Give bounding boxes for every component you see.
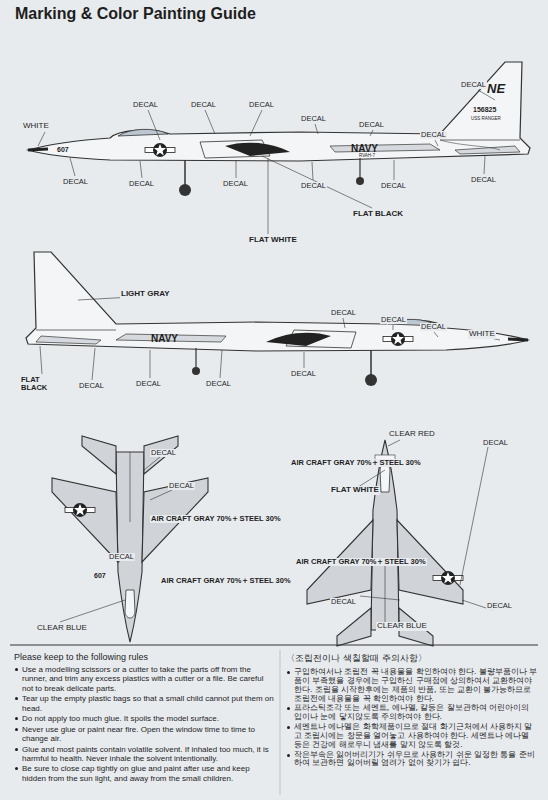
callout-label: DECAL: [420, 323, 447, 331]
callout-label: DECAL: [78, 382, 105, 390]
bullet-dot: [15, 697, 18, 700]
callout-label: DECAL: [420, 131, 447, 139]
callout-label: 607: [93, 572, 107, 580]
callout-label: DECAL: [248, 101, 275, 109]
callout-label: CLEAR BLUE: [376, 622, 428, 631]
callout-label: FLAT BLACK: [352, 210, 404, 219]
callout-label: DECAL: [300, 182, 327, 190]
callout-label: NAVY: [350, 143, 379, 154]
callout-label: DECAL: [150, 449, 177, 457]
callout-label: DECAL: [330, 309, 357, 317]
rules-column: 〈조립전이나 색칠할때 주의사항〉 구입하여서나 조립전 꼭 내용물을 확인하여야…: [286, 652, 538, 769]
rule-text: 구입하여서나 조립전 꼭 내용물을 확인하여야 한다. 불량부품이나 부품이 부…: [294, 667, 537, 703]
rule-item: Be sure to close cap tightly on glue and…: [14, 764, 274, 783]
callout-label: DECAL: [300, 115, 327, 123]
callout-label: CLEAR RED: [388, 430, 436, 439]
callout-label: DECAL: [358, 121, 385, 129]
callout-label: DECAL: [290, 370, 317, 378]
bullet-dot: [15, 668, 18, 671]
callout-label: USS RANGER: [470, 117, 502, 122]
rule-text: Use a modelling scissors or a cutter to …: [22, 665, 263, 693]
callout-label: DECAL: [380, 182, 407, 190]
callout-label: DECAL: [190, 101, 217, 109]
rule-item: 세멘트나 에나멜은 화학제품이므로 절대 화기근처에서 사용하지 말고 조립시에…: [286, 723, 538, 750]
callout-label: DECAL: [128, 180, 155, 188]
page-title: Marking & Color Painting Guide: [14, 5, 257, 23]
rules-heading: 〈조립전이나 색칠할때 주의사항〉: [286, 652, 538, 665]
callout-label: FLAT WHITE: [248, 236, 298, 245]
callout-label: AIR CRAFT GRAY 70%＋STEEL 30%: [290, 459, 422, 467]
bullet-dot: [15, 767, 18, 770]
rules-column: Please keep to the following rulesUse a …: [14, 652, 274, 784]
callout-label: DECAL: [482, 439, 509, 447]
rule-item: Do not apply too much glue. It spoils th…: [14, 714, 274, 723]
rules-heading: Please keep to the following rules: [14, 652, 274, 662]
rule-item: Tear up the empty plastic bags so that a…: [14, 694, 274, 713]
callout-label: DECAL: [132, 101, 159, 109]
callout-label: DECAL: [168, 482, 195, 490]
callout-label: WHITE: [468, 330, 496, 339]
callout-label: FLAT BLACK: [20, 376, 52, 393]
callout-label: DECAL: [380, 316, 407, 324]
rule-text: Tear up the empty plastic bags so that a…: [22, 694, 274, 712]
rule-text: 세멘트나 에나멜은 화학제품이므로 절대 화기근처에서 사용하지 말고 조립시에…: [294, 722, 532, 749]
callout-label: 156825: [472, 106, 497, 114]
rule-text: Be sure to close cap tightly on glue and…: [22, 764, 250, 782]
bullet-dot: [287, 754, 290, 757]
bullet-dot: [287, 671, 290, 674]
bullet-dot: [15, 717, 18, 720]
callout-label: AIR CRAFT GRAY 70%＋STEEL 30%: [150, 515, 282, 523]
callout-label: NE: [486, 82, 506, 96]
callout-label: FLAT WHITE: [330, 486, 380, 495]
rule-text: Glue and most paints contain volatile so…: [22, 745, 269, 763]
bullet-dot: [287, 726, 290, 729]
callout-label: NAVY: [150, 333, 179, 344]
callout-label: 607: [56, 146, 70, 154]
rule-item: Never use glue or paint near fire. Open …: [14, 725, 274, 744]
rule-text: 프라스틱조각 또는 세멘트, 에나멜, 칼등은 잘보관하여 어린아이의 입이나 …: [294, 703, 529, 721]
callout-label: RVAH-7: [358, 154, 376, 159]
callout-label: DECAL: [330, 598, 357, 606]
rule-item: Use a modelling scissors or a cutter to …: [14, 665, 274, 693]
rule-text: 작은부속은 잃어버리기가 쉬우므로 사용하기 쉬운 일정한 통을 준비하여 보관…: [294, 750, 535, 768]
callout-label: DECAL: [470, 176, 497, 184]
rule-item: 구입하여서나 조립전 꼭 내용물을 확인하여야 한다. 불량부품이나 부품이 부…: [286, 668, 538, 703]
callout-label: LIGHT GRAY: [120, 290, 171, 299]
callout-label: DECAL: [62, 178, 89, 186]
rule-item: 프라스틱조각 또는 세멘트, 에나멜, 칼등은 잘보관하여 어린아이의 입이나 …: [286, 704, 538, 722]
bullet-dot: [15, 748, 18, 751]
bullet-dot: [287, 707, 290, 710]
callout-label: DECAL: [460, 81, 487, 89]
bullet-dot: [15, 728, 18, 731]
callout-label: DECAL: [205, 380, 232, 388]
rule-item: 작은부속은 잃어버리기가 쉬우므로 사용하기 쉬운 일정한 통을 준비하여 보관…: [286, 751, 538, 769]
callout-label: DECAL: [135, 380, 162, 388]
callout-label: DECAL: [108, 553, 135, 561]
callout-label: DECAL: [222, 180, 249, 188]
callout-label: AIR CRAFT GRAY 70%＋STEEL 30%: [295, 558, 427, 566]
rule-item: Glue and most paints contain volatile so…: [14, 745, 274, 764]
callout-label: WHITE: [22, 122, 50, 131]
callout-label: DECAL: [486, 602, 513, 610]
rule-text: Never use glue or paint near fire. Open …: [22, 725, 255, 743]
callout-label: AIR CRAFT GRAY 70%＋STEEL 30%: [160, 577, 292, 585]
rule-text: Do not apply too much glue. It spoils th…: [22, 714, 219, 723]
callout-label: CLEAR BLUE: [36, 624, 88, 633]
